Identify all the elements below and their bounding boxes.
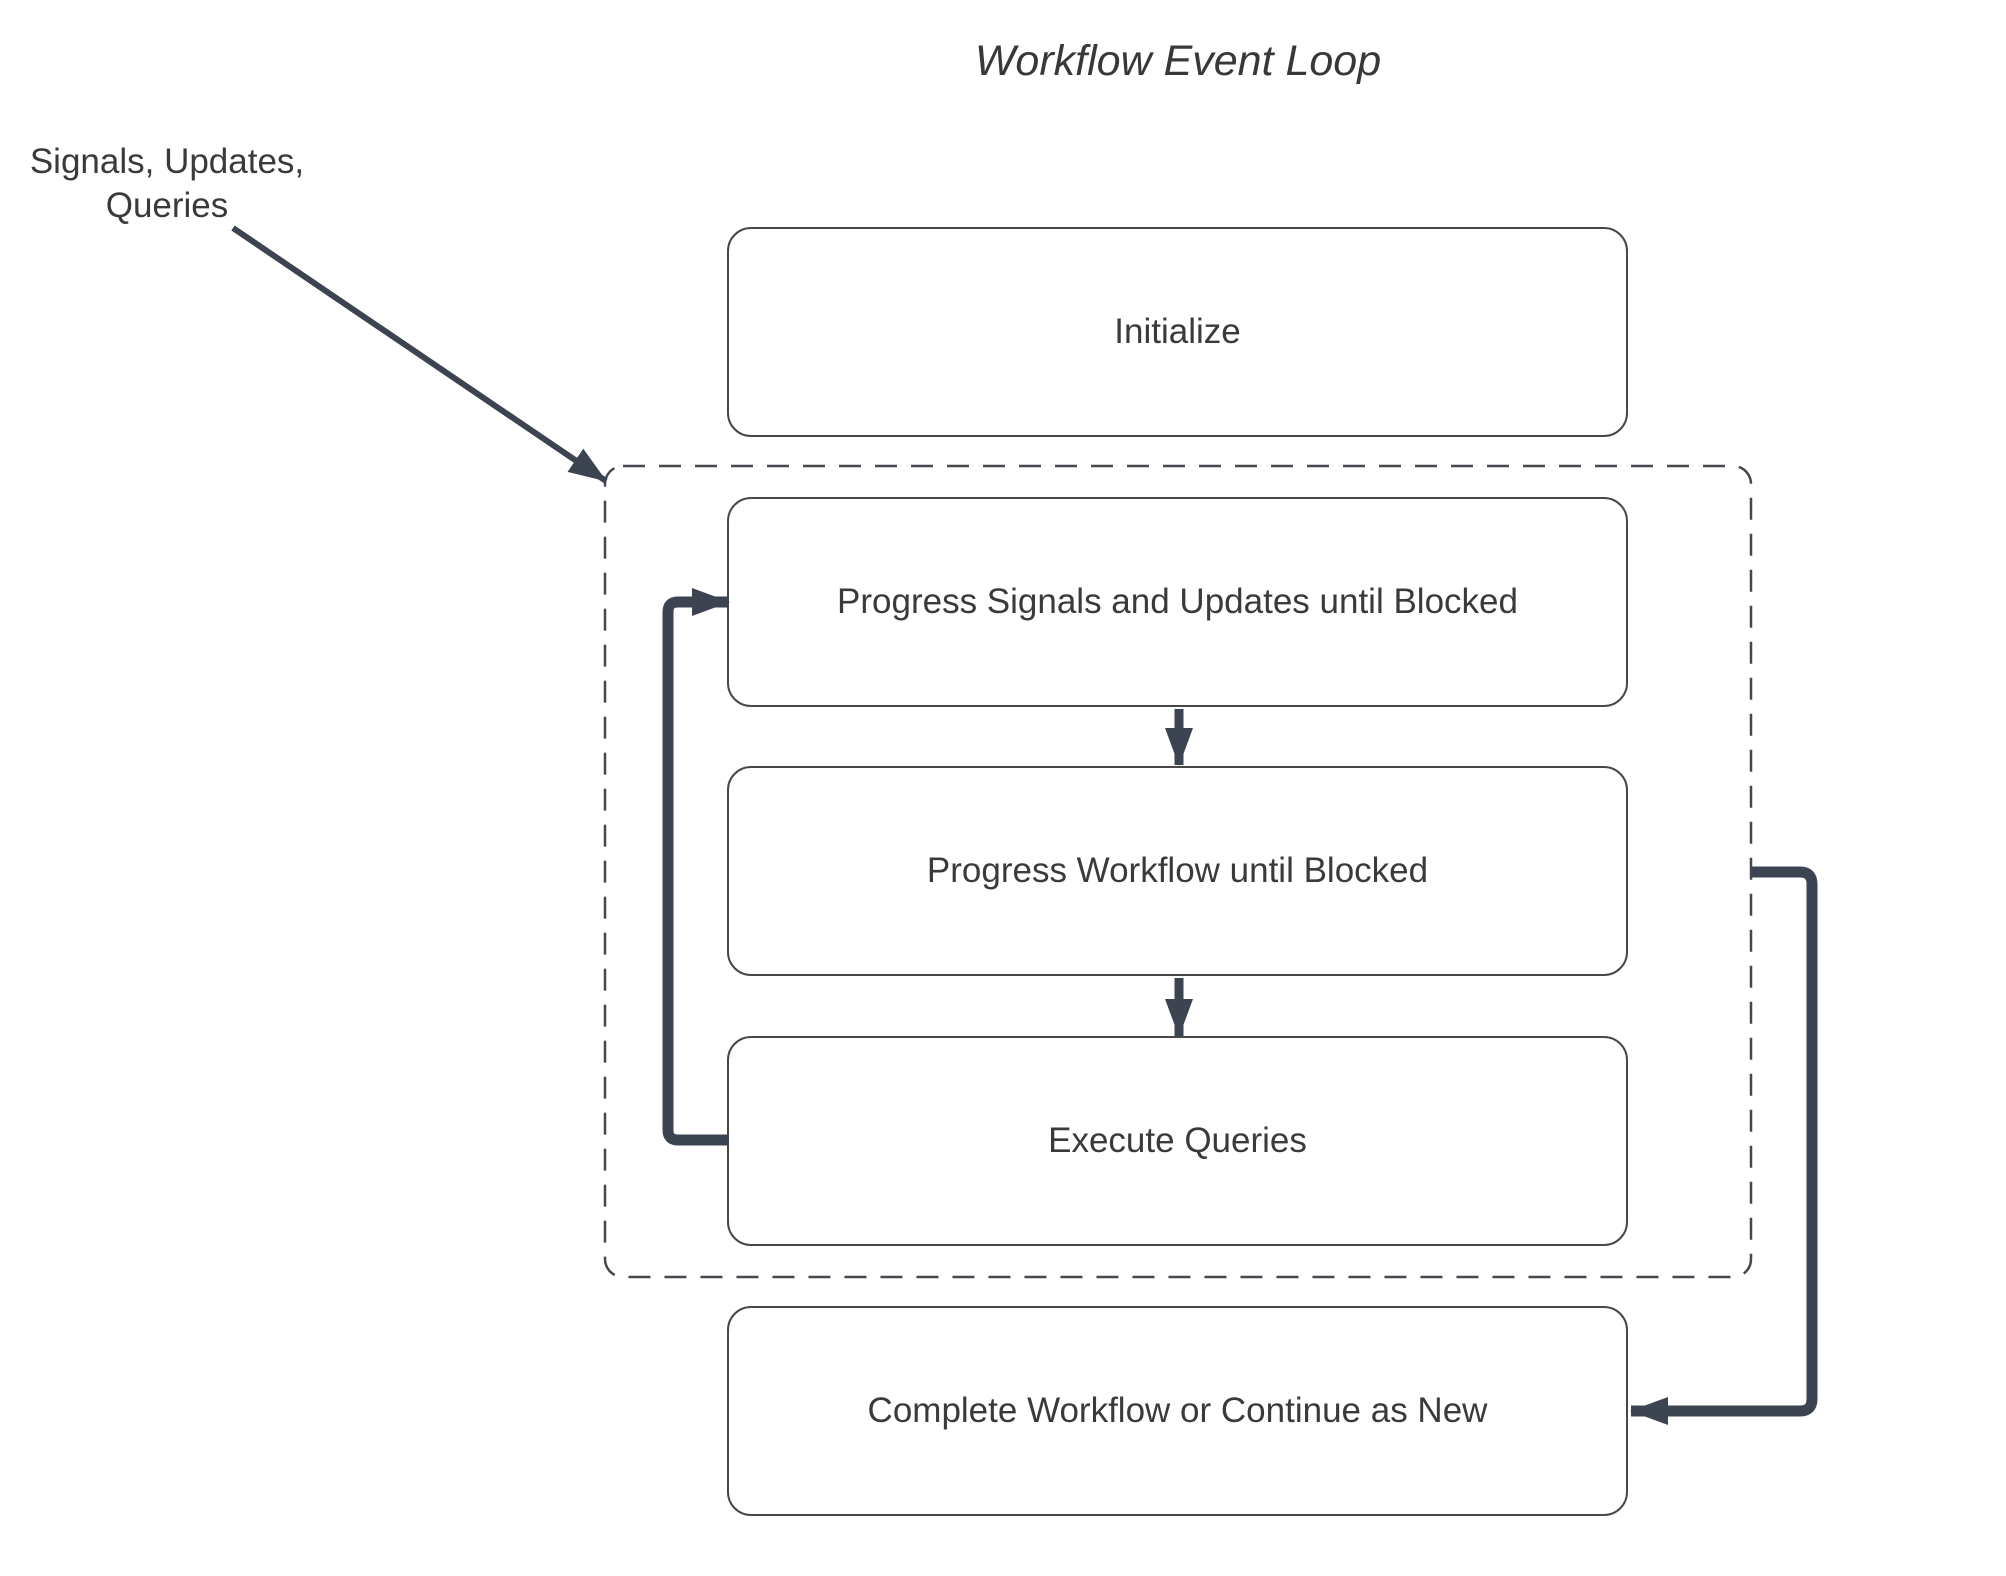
node-complete-workflow-label: Complete Workflow or Continue as New <box>867 1391 1488 1430</box>
node-execute-queries: Execute Queries <box>727 1036 1628 1246</box>
diagram-title: Workflow Event Loop <box>974 37 1382 85</box>
node-progress-signals-label: Progress Signals and Updates until Block… <box>837 582 1518 621</box>
node-progress-workflow-label: Progress Workflow until Blocked <box>926 851 1429 890</box>
external-label-line1: Signals, Updates, <box>29 142 305 181</box>
node-initialize: Initialize <box>727 227 1628 437</box>
node-complete-workflow: Complete Workflow or Continue as New <box>727 1306 1628 1516</box>
signals-input-arrow <box>231 225 608 484</box>
node-execute-queries-label: Execute Queries <box>1048 1121 1307 1160</box>
signals-updates-queries-label: Signals, Updates, Queries <box>22 140 312 228</box>
node-progress-signals: Progress Signals and Updates until Block… <box>727 497 1628 707</box>
continue-as-new-arrow <box>1630 866 1818 1425</box>
loop-back-arrow <box>662 588 730 1146</box>
external-label-line2: Queries <box>105 185 229 225</box>
node-progress-workflow: Progress Workflow until Blocked <box>727 766 1628 976</box>
node-initialize-label: Initialize <box>1114 312 1241 351</box>
